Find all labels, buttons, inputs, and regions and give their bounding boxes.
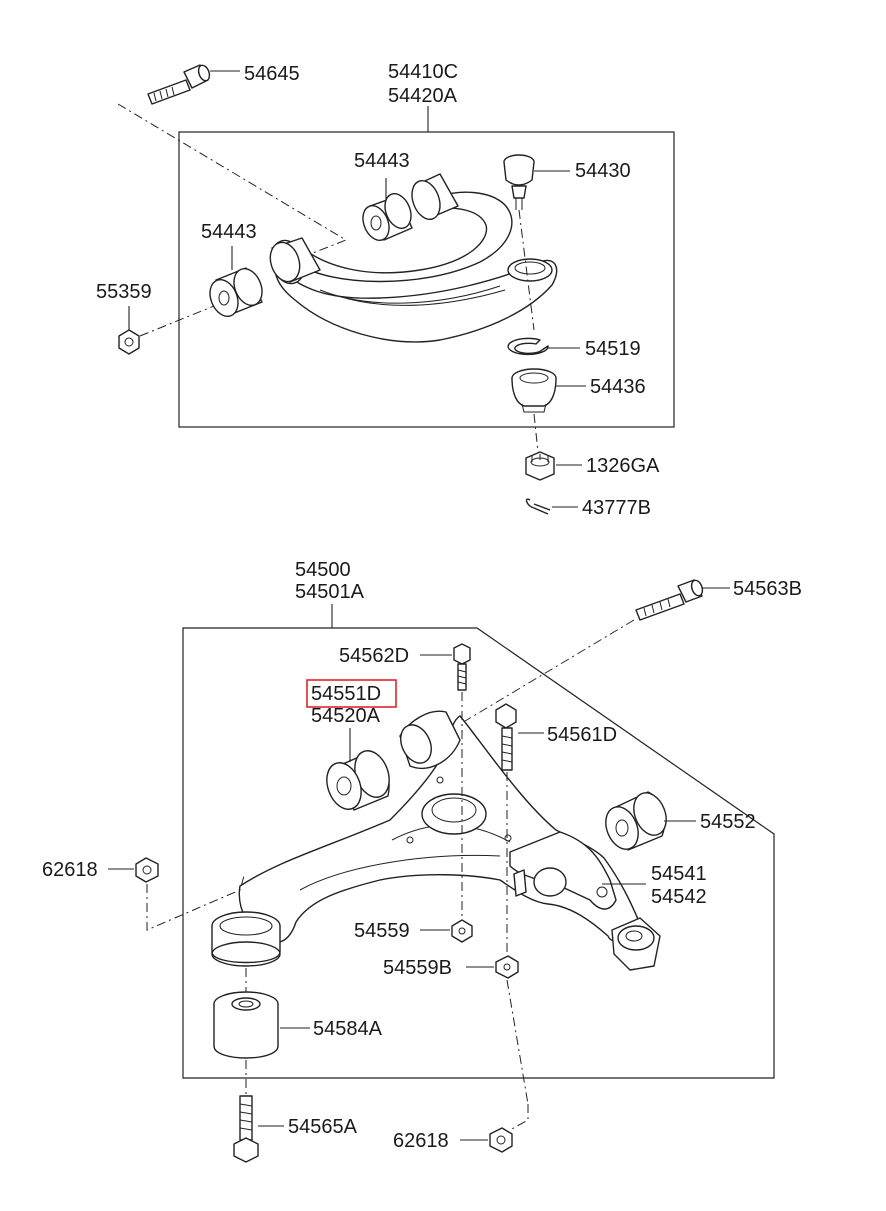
label-54520A: 54520A [311, 705, 381, 727]
upper-arm-frame [178, 131, 675, 428]
label-54552: 54552 [700, 811, 756, 833]
label-54501A: 54501A [295, 581, 365, 603]
label-54584A: 54584A [313, 1018, 383, 1040]
label-1326GA: 1326GA [586, 455, 660, 477]
upper-control-arm-icon [269, 173, 558, 343]
dustcover-54436-icon [511, 368, 557, 413]
bushing-54584A-icon [213, 991, 279, 1059]
nut-54559-icon [451, 919, 473, 943]
nut-54559B-icon [495, 955, 519, 979]
label-54541: 54541 [651, 863, 707, 885]
label-54542: 54542 [651, 886, 707, 908]
bolt-54563B-icon [635, 579, 704, 621]
label-54563B: 54563B [733, 578, 802, 600]
label-54500: 54500 [295, 559, 351, 581]
label-55359: 55359 [96, 281, 152, 303]
nut-62618-bottom-icon [489, 1127, 513, 1153]
upper-bolt-icon [147, 64, 211, 105]
bolt-54562D-icon [453, 643, 471, 691]
lower-control-arm-icon [238, 710, 661, 971]
label-62618-bottom: 62618 [393, 1130, 449, 1152]
balljoint-54430-icon [503, 154, 535, 210]
label-54559B: 54559B [383, 957, 452, 979]
label-54559: 54559 [354, 920, 410, 942]
label-62618-left: 62618 [42, 859, 98, 881]
label-54430: 54430 [575, 160, 631, 182]
lower-arm-frame [182, 627, 775, 1079]
bushing-54520A-icon [326, 750, 390, 811]
label-54519: 54519 [585, 338, 641, 360]
label-54551D: 54551D [311, 683, 381, 705]
nut-62618-left-icon [135, 857, 159, 883]
lower-arm-sleeve-icon [211, 911, 281, 967]
label-54420A: 54420A [388, 85, 458, 107]
bolt-54565A-icon [233, 1095, 259, 1163]
castle-nut-1326GA-icon [525, 451, 555, 481]
nut-55359-icon [118, 329, 140, 355]
label-43777B: 43777B [582, 497, 651, 519]
bushing-54552-icon [605, 791, 667, 851]
label-54562D: 54562D [339, 645, 409, 667]
bushing-54443-front-icon [209, 267, 263, 317]
label-54436: 54436 [590, 376, 646, 398]
highlight-54551D-box [306, 679, 397, 708]
label-54410C: 54410C [388, 61, 458, 83]
upper-arm-assembly [117, 64, 675, 515]
label-54565A: 54565A [288, 1116, 358, 1138]
label-54645: 54645 [244, 63, 300, 85]
label-54561D: 54561D [547, 724, 617, 746]
label-54443-rear: 54443 [354, 150, 410, 172]
lower-arm-assembly [108, 579, 775, 1163]
bushing-54443-rear-icon [362, 193, 413, 241]
label-54443-front: 54443 [201, 221, 257, 243]
snapring-54519-icon [507, 337, 549, 356]
bolt-54561D-icon [495, 703, 517, 771]
cotter-pin-43777B-icon [525, 498, 551, 515]
